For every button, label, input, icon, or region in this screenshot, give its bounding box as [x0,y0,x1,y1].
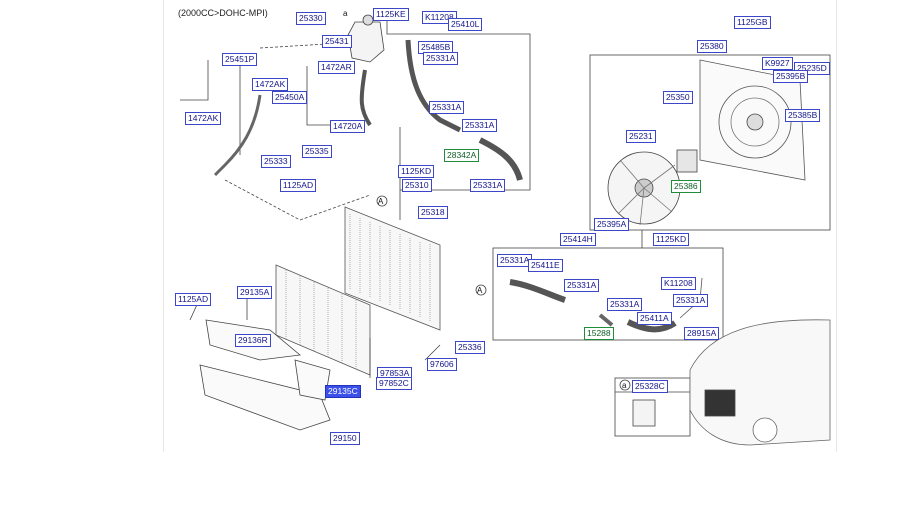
part-label-25231[interactable]: 25231 [626,130,656,143]
part-label-1472ak-1[interactable]: 1472AK [252,78,289,91]
part-label-1472ar[interactable]: 1472AR [318,61,355,74]
part-label-14720a[interactable]: 14720A [330,120,366,133]
part-label-k9927[interactable]: K9927 [762,57,793,70]
part-label-25385b[interactable]: 25385B [785,109,821,122]
reservoir-callout: a [343,9,348,18]
part-label-25336[interactable]: 25336 [455,341,485,354]
part-label-k11208-right[interactable]: K11208 [661,277,696,290]
part-label-1125ke[interactable]: 1125KE [373,8,409,21]
part-label-1125gb[interactable]: 1125GB [734,16,771,29]
part-label-25451p[interactable]: 25451P [222,53,258,66]
part-label-25335[interactable]: 25335 [302,145,332,158]
part-label-25411a[interactable]: 25411A [637,312,672,325]
part-label-25331a-1[interactable]: 25331A [423,52,459,65]
part-label-25310[interactable]: 25310 [402,179,432,192]
part-label-15288[interactable]: 15288 [584,327,614,340]
part-label-29150[interactable]: 29150 [330,432,360,445]
part-label-25331a-2[interactable]: 25331A [429,101,465,114]
callout-a-upper: A [378,197,384,206]
part-label-97852c[interactable]: 97852C [376,377,412,390]
inset-letter: a [622,381,627,390]
part-label-97606[interactable]: 97606 [427,358,457,371]
part-label-25380[interactable]: 25380 [697,40,727,53]
diagram-title: (2000CC>DOHC-MPI) [178,8,268,18]
part-label-25431[interactable]: 25431 [322,35,352,48]
part-label-25450a[interactable]: 25450A [272,91,308,104]
part-label-1125ad-1[interactable]: 1125AD [280,179,317,192]
part-label-1125kd-1[interactable]: 1125KD [398,165,435,178]
part-label-25331a-8[interactable]: 25331A [607,298,643,311]
part-label-28915a[interactable]: 28915A [684,327,720,340]
part-label-25331a-7[interactable]: 25331A [673,294,709,307]
part-label-25333[interactable]: 25333 [261,155,291,168]
part-label-29135a[interactable]: 29135A [237,286,273,299]
part-label-25414h[interactable]: 25414H [560,233,596,246]
diagram-frame [163,0,837,452]
part-label-29135c-selected[interactable]: 29135C [325,385,361,398]
part-label-25331a-3[interactable]: 25331A [462,119,498,132]
part-label-25395b[interactable]: 25395B [773,70,809,83]
part-label-25331a-6[interactable]: 25331A [564,279,600,292]
part-label-25411e[interactable]: 25411E [528,259,563,272]
part-label-25395a[interactable]: 25395A [594,218,630,231]
part-label-25330[interactable]: 25330 [296,12,326,25]
part-label-1472ak-2[interactable]: 1472AK [185,112,222,125]
part-label-29136r[interactable]: 29136R [235,334,271,347]
part-label-25331a-4[interactable]: 25331A [470,179,506,192]
part-label-1125kd-2[interactable]: 1125KD [653,233,690,246]
part-label-25331a-5[interactable]: 25331A [497,254,533,267]
part-label-28342a[interactable]: 28342A [444,149,480,162]
part-label-25350[interactable]: 25350 [663,91,693,104]
part-label-25386[interactable]: 25386 [671,180,701,193]
part-label-25318[interactable]: 25318 [418,206,448,219]
part-label-1125ad-2[interactable]: 1125AD [175,293,212,306]
part-label-25328c[interactable]: 25328C [632,380,668,393]
callout-a-lower: A [477,286,483,295]
part-label-25410l[interactable]: 25410L [448,18,483,31]
